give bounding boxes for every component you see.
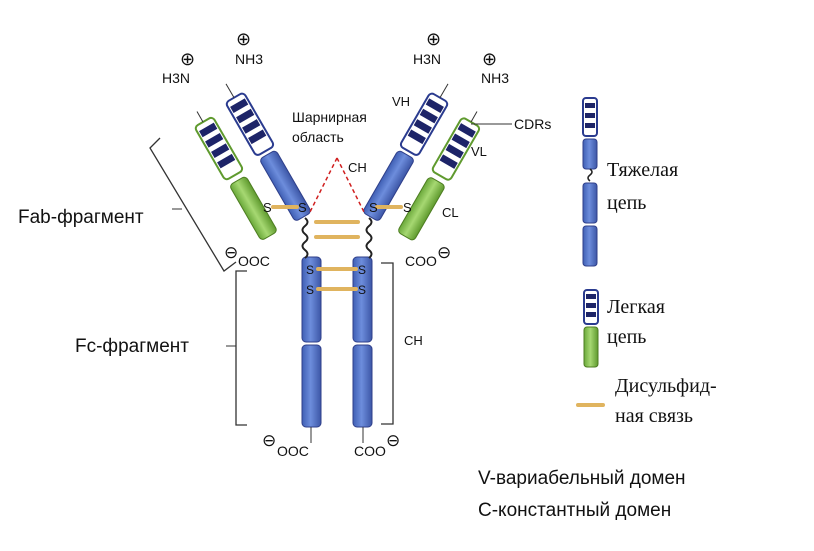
- coo-label: COO: [354, 443, 386, 459]
- legend-heavy-chain-label: цепь: [607, 192, 646, 214]
- heavy-ch2-right: [352, 256, 373, 343]
- left-arm: [225, 83, 311, 221]
- fab-bracket: [149, 137, 237, 272]
- plus-charge-icon: ⊕: [236, 29, 251, 49]
- ooc-label: OOC: [277, 443, 309, 459]
- legend-heavy-chain-swatch: [582, 97, 598, 267]
- c-terminus-left-light: ⊖ OOC: [224, 243, 270, 269]
- s-label: S: [306, 263, 314, 277]
- s-label: S: [358, 283, 366, 297]
- heavy-ch1-left: [260, 150, 311, 221]
- s-label: S: [358, 263, 366, 277]
- minus-charge-icon: ⊖: [224, 243, 238, 262]
- h3n-label: H3N: [162, 70, 190, 86]
- heavy-ch2-left: [301, 256, 322, 343]
- nh3-label: NH3: [235, 51, 263, 67]
- plus-charge-icon: ⊕: [482, 49, 497, 69]
- hinge-marker-left: [309, 157, 338, 213]
- legend-light-chain-swatch: [583, 289, 599, 368]
- v-domain-note: V-вариабельный домен: [478, 468, 686, 489]
- s-label: S: [263, 200, 272, 215]
- cdrs-label: CDRs: [514, 116, 551, 132]
- legend-disulfide-label: Дисульфид-: [615, 375, 717, 397]
- hinge-coil-left: [301, 217, 309, 259]
- fab-fragment-label: Fab-фрагмент: [18, 207, 144, 228]
- ooc-label: OOC: [238, 253, 270, 269]
- ch-bracket: [381, 262, 394, 425]
- minus-charge-icon: ⊖: [386, 431, 400, 450]
- hinge-label: Шарнирная: [292, 109, 367, 125]
- left-light-chain: [194, 111, 277, 240]
- fc-bracket: [235, 270, 247, 426]
- light-cl-left: [230, 176, 277, 240]
- c-terminus-right-heavy: COO ⊖: [354, 431, 400, 459]
- legend: Тяжелая цепь Легкая цепь Дисульфид- ная …: [576, 97, 717, 427]
- vl-label: VL: [471, 144, 487, 159]
- s-label: S: [403, 200, 412, 215]
- h3n-label: H3N: [413, 51, 441, 67]
- legend-disulfide-label: ная связь: [615, 405, 693, 427]
- hinge-marker-right: [336, 157, 365, 213]
- ch-label-upper: CH: [348, 160, 367, 175]
- minus-charge-icon: ⊖: [437, 243, 451, 262]
- right-arm: [363, 83, 449, 221]
- s-label: S: [306, 283, 314, 297]
- right-light-chain: [398, 111, 481, 241]
- c-domain-note: С-константный домен: [478, 500, 671, 521]
- vh-label: VH: [392, 94, 410, 109]
- c-terminus-right-light: COO ⊖: [405, 243, 451, 269]
- light-vl-left: [194, 116, 244, 181]
- light-cl-right: [398, 177, 445, 241]
- s-label: S: [369, 200, 378, 215]
- minus-charge-icon: ⊖: [262, 431, 276, 450]
- plus-charge-icon: ⊕: [426, 29, 441, 49]
- hinge-region: [301, 157, 373, 259]
- nh3-label: NH3: [481, 70, 509, 86]
- heavy-ch3-left: [301, 344, 322, 428]
- hinge-coil-right: [365, 217, 373, 259]
- plus-charge-icon: ⊕: [180, 49, 195, 69]
- fc-fragment-label: Fc-фрагмент: [75, 336, 189, 357]
- c-terminus-left-heavy: ⊖ OOC: [262, 431, 309, 459]
- n-terminus-left-heavy: ⊕ NH3: [235, 29, 263, 67]
- cl-label: CL: [442, 205, 459, 220]
- heavy-ch3-right: [352, 344, 373, 428]
- legend-light-chain-label: цепь: [607, 326, 646, 348]
- n-terminus-left-light: ⊕ H3N: [162, 49, 195, 86]
- s-label: S: [298, 200, 307, 215]
- coo-label: COO: [405, 253, 437, 269]
- legend-heavy-chain-label: Тяжелая: [607, 159, 678, 181]
- n-terminus-right-light: ⊕ NH3: [481, 49, 509, 86]
- hinge-label: область: [292, 129, 344, 145]
- fc-region: [301, 256, 373, 443]
- heavy-vh-left: [225, 92, 275, 156]
- light-vl-right: [431, 117, 481, 181]
- heavy-ch1-right: [363, 150, 414, 221]
- ch-label-lower: CH: [404, 333, 423, 348]
- legend-light-chain-label: Легкая: [607, 296, 665, 318]
- n-terminus-right-heavy: ⊕ H3N: [413, 29, 441, 67]
